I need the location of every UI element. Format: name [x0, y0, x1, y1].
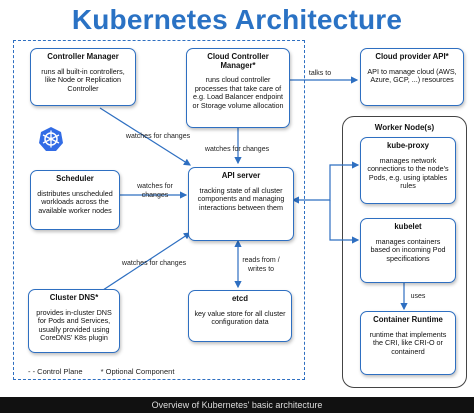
etcd-desc: key value store for all cluster configur…	[194, 308, 286, 327]
edge-label-uses: uses	[410, 293, 426, 300]
kubelet-box[interactable]: kubelet manages containers based on inco…	[360, 218, 456, 283]
edge-label-reads-from: reads from / writes to	[242, 257, 280, 273]
legend-optional: * Optional Component	[100, 367, 175, 376]
edge-cm-api	[99, 107, 192, 166]
edge-api-workers	[291, 161, 360, 204]
api-server-title: API server	[221, 171, 261, 180]
control-plane-frame	[13, 40, 305, 380]
scheduler-title: Scheduler	[56, 174, 94, 183]
scheduler-desc: distributes unscheduled workloads across…	[37, 188, 113, 215]
worker-nodes-title: Worker Node(s)	[374, 123, 435, 132]
api-server-desc: tracking state of all cluster components…	[197, 185, 285, 212]
kubelet-title: kubelet	[394, 222, 422, 231]
legend: - - Control Plane * Optional Component	[28, 367, 174, 376]
cloud-controller-manager-title: Cloud Controller Manager*	[207, 52, 269, 70]
kube-proxy-desc: manages network connections to the node'…	[367, 155, 449, 191]
edge-dns-api	[99, 232, 192, 293]
page-title: Kubernetes Architecture	[71, 4, 403, 35]
container-runtime-desc: runtime that implements the CRI, like CR…	[369, 329, 447, 356]
kubernetes-logo-icon	[38, 126, 64, 152]
container-runtime-title: Container Runtime	[373, 315, 443, 324]
cluster-dns-desc: provides in-cluster DNS for Pods and Ser…	[36, 307, 112, 343]
controller-manager-box[interactable]: Controller Manager runs all built-in con…	[30, 48, 136, 106]
cluster-dns-box[interactable]: Cluster DNS* provides in-cluster DNS for…	[28, 289, 120, 353]
kube-proxy-title: kube-proxy	[386, 141, 430, 150]
legend-control-plane: - - Control Plane	[28, 367, 83, 376]
cluster-dns-title: Cluster DNS*	[49, 293, 99, 302]
cloud-provider-api-title: Cloud provider API*	[375, 52, 449, 61]
cloud-provider-api-desc: API to manage cloud (AWS, Azure, GCP, ..…	[367, 66, 457, 85]
cloud-provider-api-box[interactable]: Cloud provider API* API to manage cloud …	[360, 48, 464, 106]
edge-label-talks-to: talks to	[308, 70, 332, 77]
cloud-controller-manager-desc: runs cloud controller processes that tak…	[192, 75, 284, 110]
edge-label-cm-watches: watches for changes	[125, 133, 191, 140]
footer-caption: Overview of Kubernetes' basic architectu…	[0, 397, 474, 413]
controller-manager-desc: runs all built-in controllers, like Node…	[41, 66, 125, 93]
etcd-box[interactable]: etcd key value store for all cluster con…	[188, 290, 292, 342]
scheduler-box[interactable]: Scheduler distributes unscheduled worklo…	[30, 170, 120, 230]
etcd-title: etcd	[231, 294, 249, 303]
cloud-controller-manager-box[interactable]: Cloud Controller Manager* runs cloud con…	[186, 48, 290, 128]
edge-label-dns-watches: watches for changes	[121, 260, 187, 267]
kubelet-desc: manages containers based on incoming Pod…	[370, 236, 446, 263]
kube-proxy-box[interactable]: kube-proxy manages network connections t…	[360, 137, 456, 204]
edge-api-kubelet	[329, 200, 360, 244]
edge-label-sched-watches: watches for changes	[137, 183, 173, 199]
api-server-box[interactable]: API server tracking state of all cluster…	[188, 167, 294, 241]
edge-label-ccm-watches: watches for changes	[204, 146, 270, 153]
container-runtime-box[interactable]: Container Runtime runtime that implement…	[360, 311, 456, 375]
controller-manager-title: Controller Manager	[47, 52, 119, 61]
